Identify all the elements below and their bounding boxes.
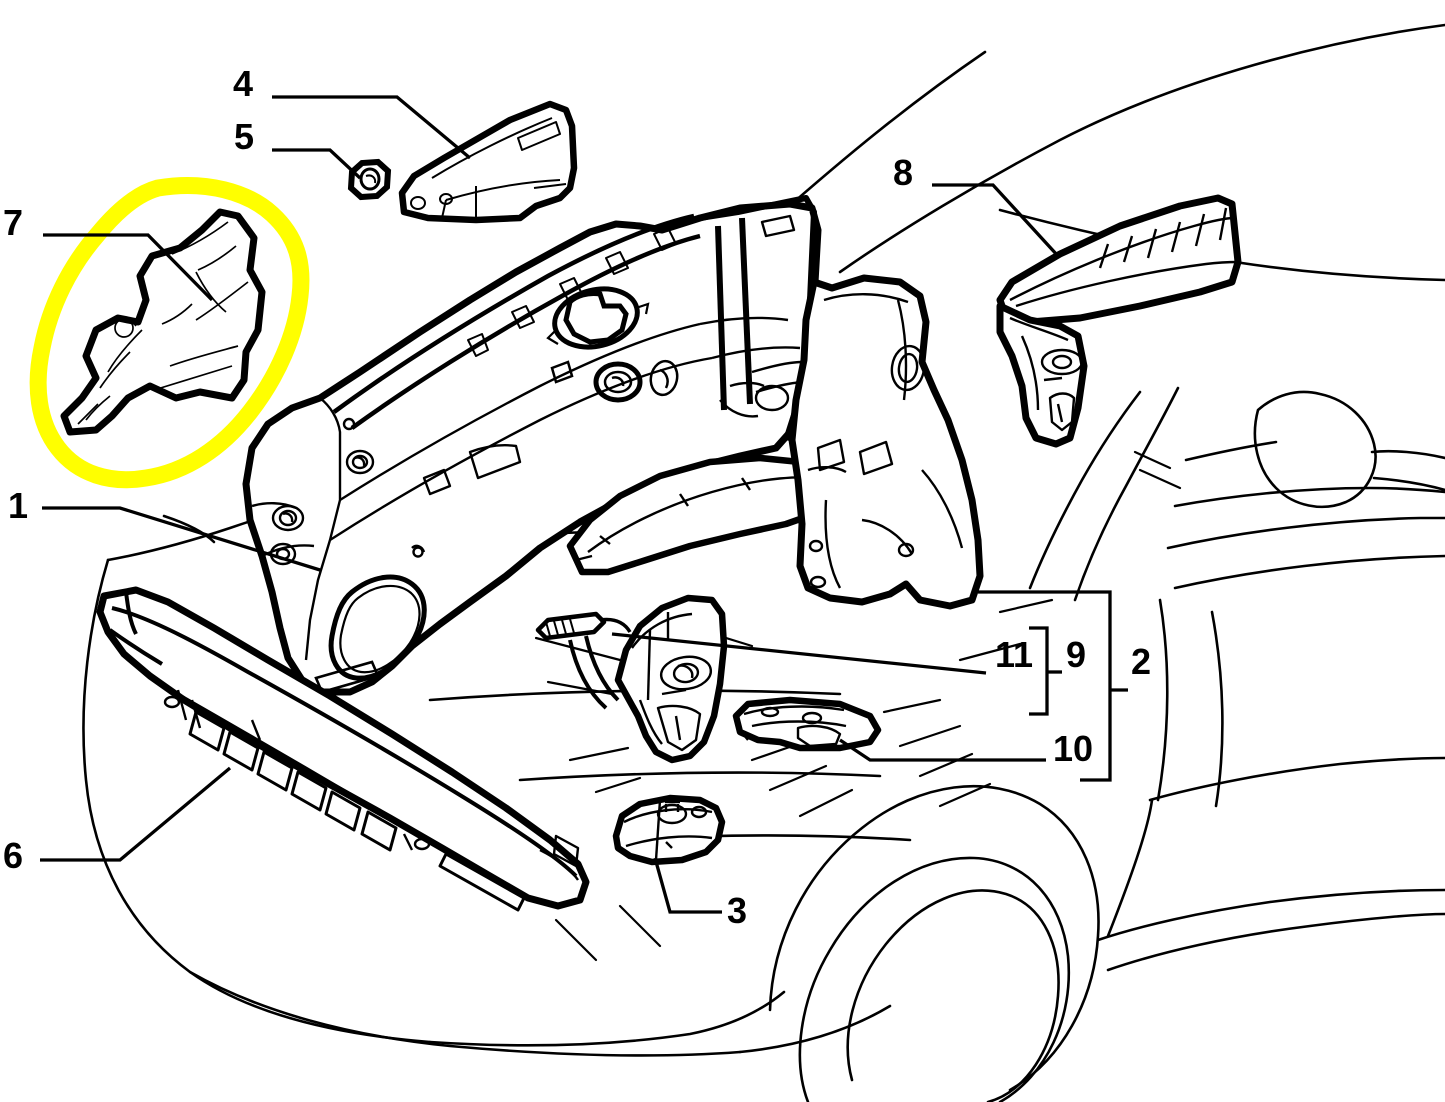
right-shock-tower-brace	[788, 274, 984, 610]
callout-label-10: 10	[1053, 728, 1094, 769]
callout-label-1: 1	[8, 485, 29, 526]
leader-7	[43, 233, 214, 302]
threaded-stud	[535, 611, 632, 641]
leader-1	[42, 506, 321, 572]
callout-label-7: 7	[3, 202, 24, 243]
leader-11	[611, 632, 987, 675]
callout-label-2: 2	[1131, 641, 1152, 682]
part-7-wheelhouse-closing-panel	[60, 208, 266, 436]
callout-label-11: 11	[995, 634, 1034, 675]
bracket-arm	[568, 635, 620, 710]
leader-5	[272, 148, 362, 180]
teardrop-aperture	[328, 574, 427, 681]
bracket-2	[1080, 590, 1112, 782]
part-8-upper-side-rail	[996, 194, 1242, 448]
leader-6	[40, 766, 232, 862]
leader-4	[272, 95, 472, 160]
grouping-brackets	[978, 590, 1128, 782]
callout-label-8: 8	[893, 152, 914, 193]
callout-label-9: 9	[1066, 634, 1087, 675]
callout-label-4: 4	[233, 63, 254, 104]
callout-leader-lines	[40, 95, 1060, 914]
assembly-guide-lines	[410, 450, 1182, 962]
part-11-side-member-support	[614, 594, 728, 764]
part-3-mount-support-bracket	[612, 794, 726, 866]
yellow-marker-oval	[29, 177, 310, 489]
car-body-outline	[82, 23, 1445, 1102]
callout-label-6: 6	[3, 835, 24, 876]
part-10-reinforcement-plate	[732, 696, 882, 752]
callout-label-3: 3	[727, 890, 748, 931]
leader-3	[653, 857, 722, 914]
part-5-hex-nut	[347, 158, 392, 201]
callout-label-5: 5	[234, 116, 255, 157]
part-6-bumper-reinforcement	[96, 586, 590, 912]
part-4-upper-hinge-bracket	[398, 100, 578, 224]
leader-8	[932, 183, 1060, 258]
part-1-front-wheelhouse-panel	[242, 195, 822, 696]
leader-10	[839, 738, 1046, 762]
